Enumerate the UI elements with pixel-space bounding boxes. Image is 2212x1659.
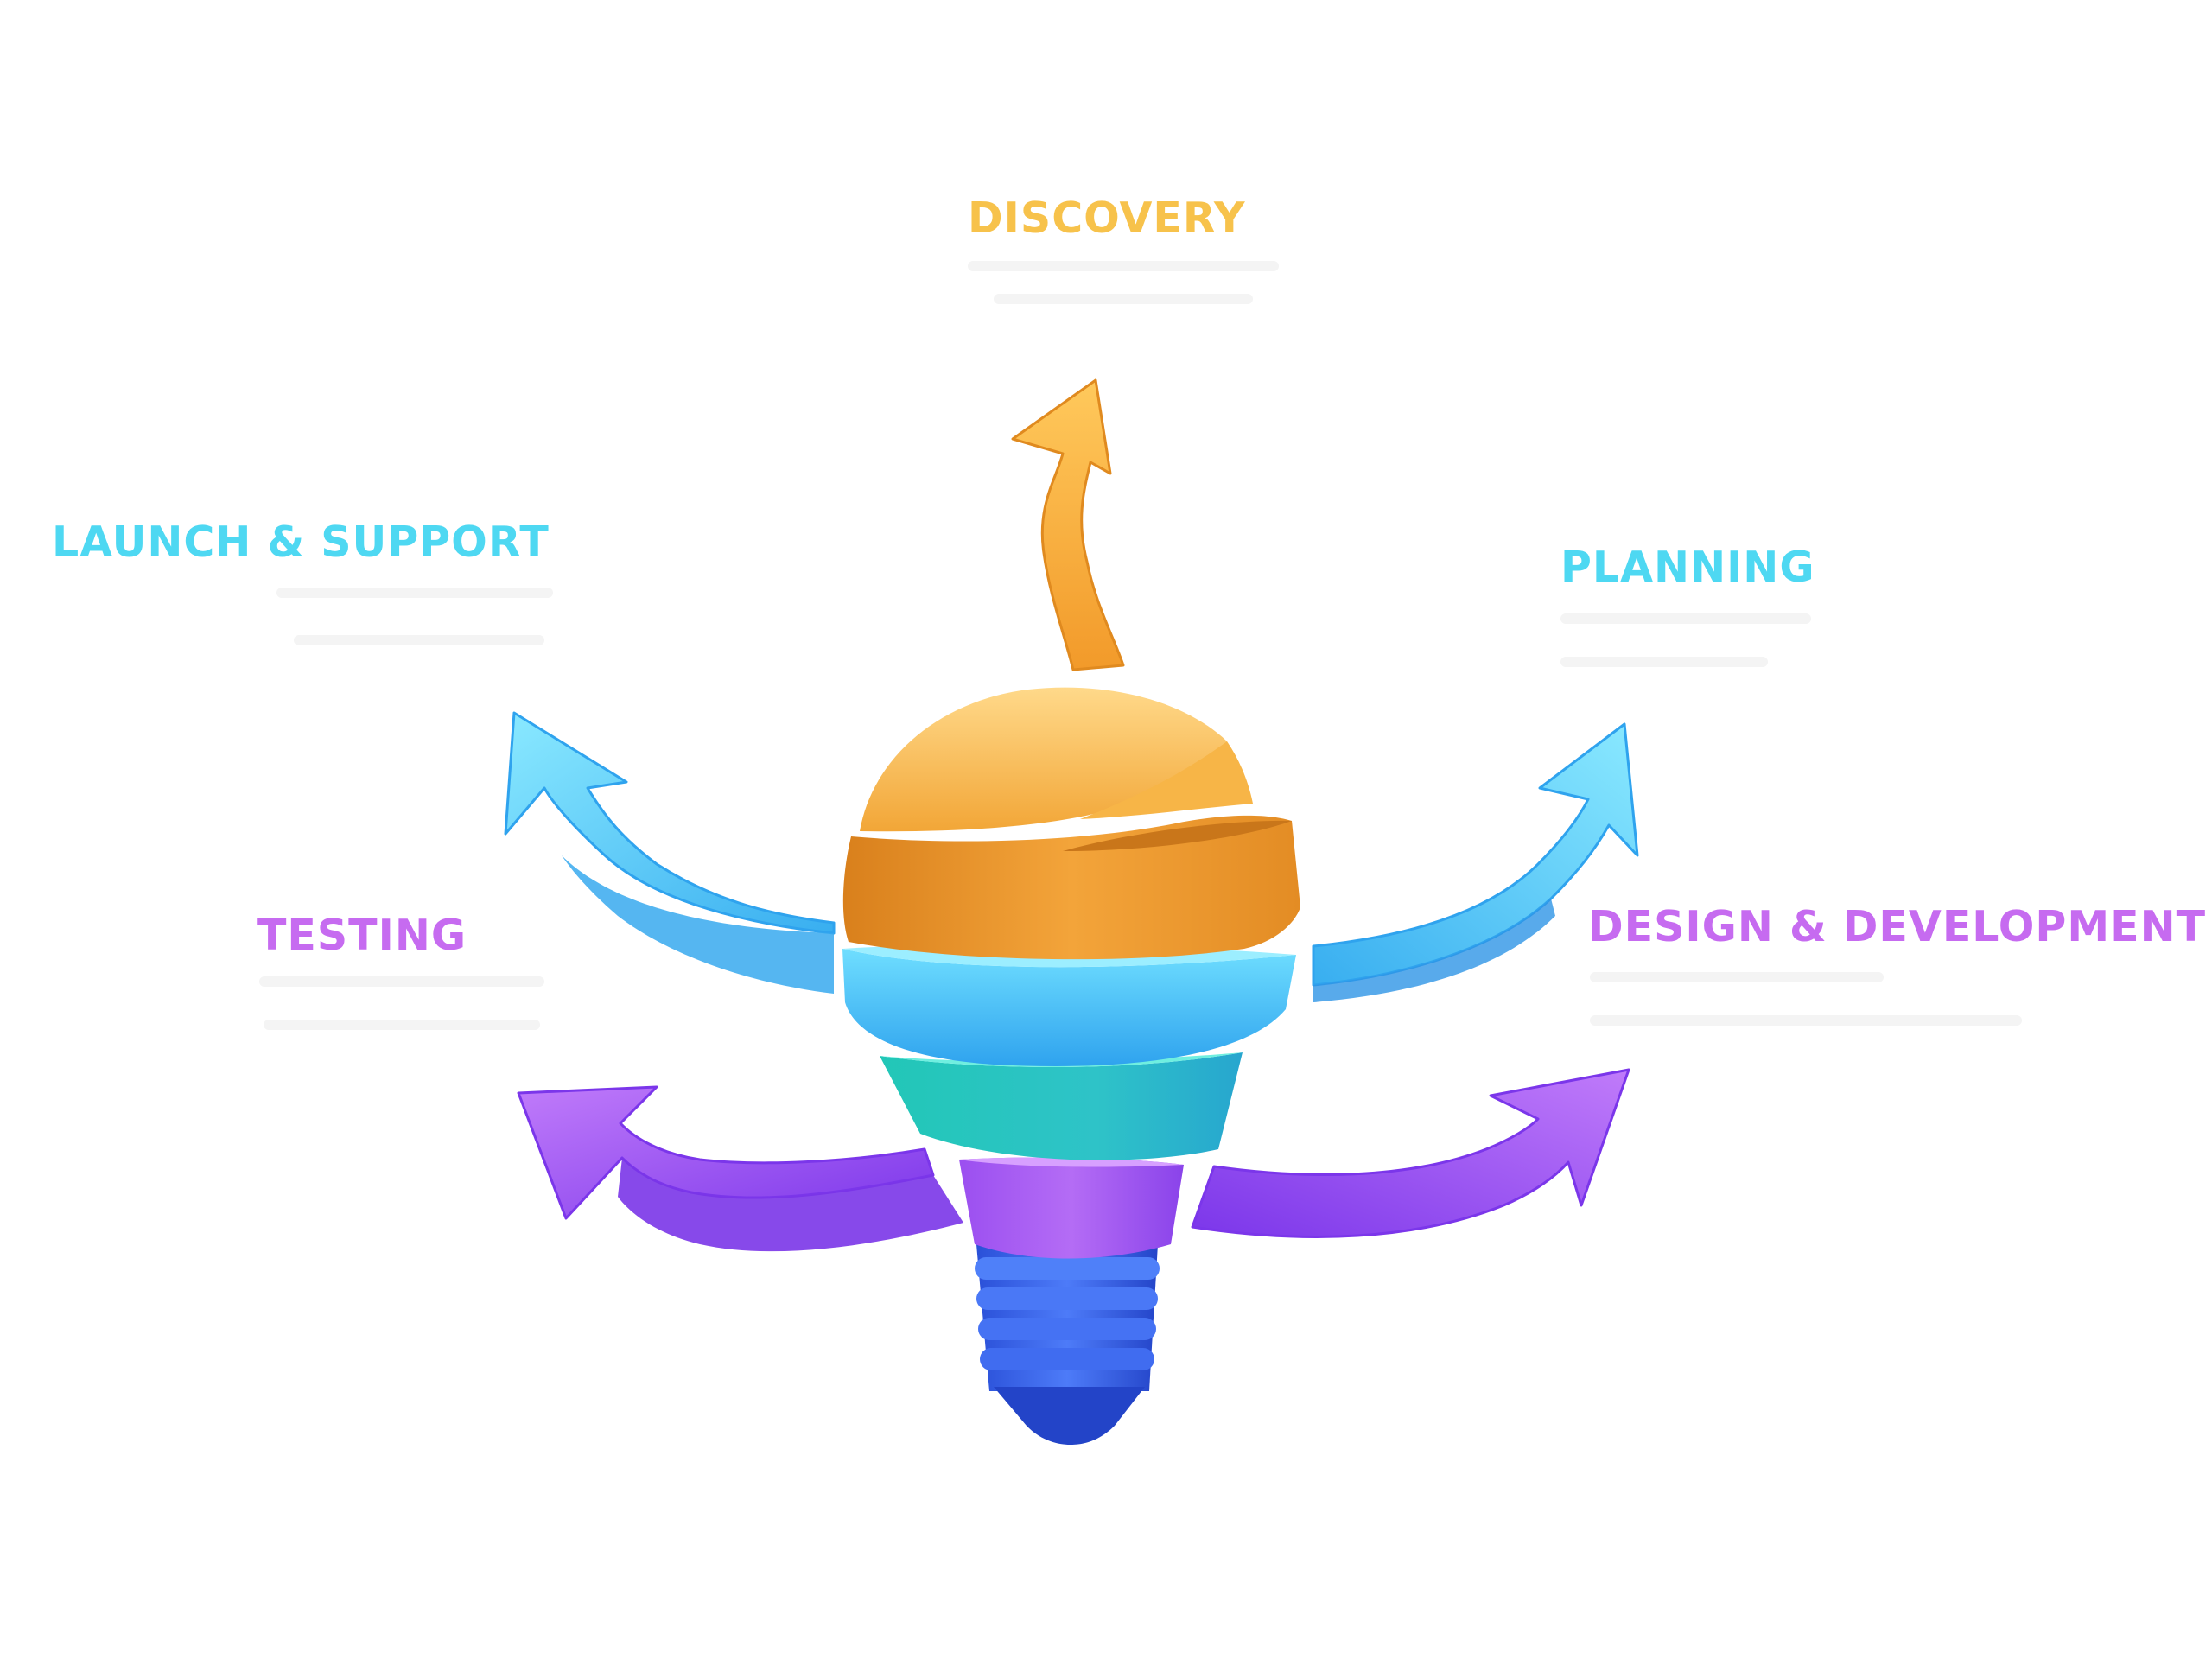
description-placeholder (1590, 1015, 2022, 1026)
description-placeholder (968, 261, 1279, 271)
description-placeholder (1560, 613, 1811, 624)
description-placeholder (994, 294, 1253, 304)
arrow-left-icon (504, 711, 836, 994)
description-placeholder (259, 976, 544, 987)
arrow-right-icon (1191, 1068, 1630, 1238)
description-placeholder (1590, 972, 1884, 982)
bulb-blue-band (842, 944, 1296, 1066)
stage-label-design-development: DESIGN & DEVELOPMENT (1588, 902, 2206, 951)
description-placeholder (264, 1020, 540, 1030)
arrow-up-icon (1011, 378, 1125, 671)
description-placeholder (276, 588, 553, 598)
bulb-teal-band (880, 1052, 1243, 1160)
lightbulb-icon (842, 687, 1300, 1445)
stage-label-testing: TESTING (257, 911, 467, 960)
description-placeholder (1560, 657, 1768, 667)
stage-label-launch-support: LAUNCH & SUPPORT (52, 518, 550, 567)
bulb-purple-band (959, 1157, 1184, 1259)
bulb-orange-dome (860, 687, 1253, 832)
description-placeholder (294, 635, 544, 645)
stage-label-planning: PLANNING (1560, 543, 1815, 592)
arrow-left-icon (517, 1085, 963, 1252)
bulb-orange-band (842, 815, 1300, 960)
arrow-right-icon (1312, 722, 1639, 1002)
stage-label-discovery: DISCOVERY (968, 194, 1246, 243)
bulb-screw-base (975, 1244, 1160, 1445)
